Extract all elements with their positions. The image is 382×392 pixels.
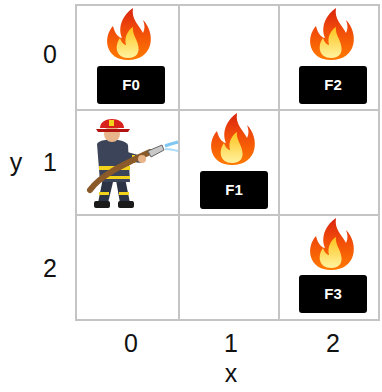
fire-icon [310,218,354,270]
grid-border [76,5,379,320]
axis-tick: 1 [224,331,238,356]
fire-id: F3 [324,286,342,303]
fire-label-box: F0 [97,66,165,104]
grid-line [178,5,180,320]
grid-line [278,5,280,320]
fire-id: F2 [324,77,342,94]
axis-name: y [10,150,23,175]
axis-tick: 0 [124,331,138,356]
axis-tick: 1 [43,150,57,175]
fire-id: F0 [122,77,140,94]
fire-icon [211,113,255,165]
grid-line [76,214,379,216]
grid [76,5,379,320]
axis-tick: 0 [43,42,57,67]
fire-id: F1 [225,182,243,199]
fire-icon [310,8,354,60]
fire-label-box: F2 [299,66,367,104]
firefighter-figure [90,119,178,208]
fire-label-box: F3 [299,275,367,313]
fire-icon [107,8,151,60]
fire-label-box: F1 [200,171,268,209]
grid-line [76,109,379,111]
axis-name: x [225,361,238,386]
axis-tick: 2 [326,331,340,356]
axis-tick: 2 [43,256,57,281]
